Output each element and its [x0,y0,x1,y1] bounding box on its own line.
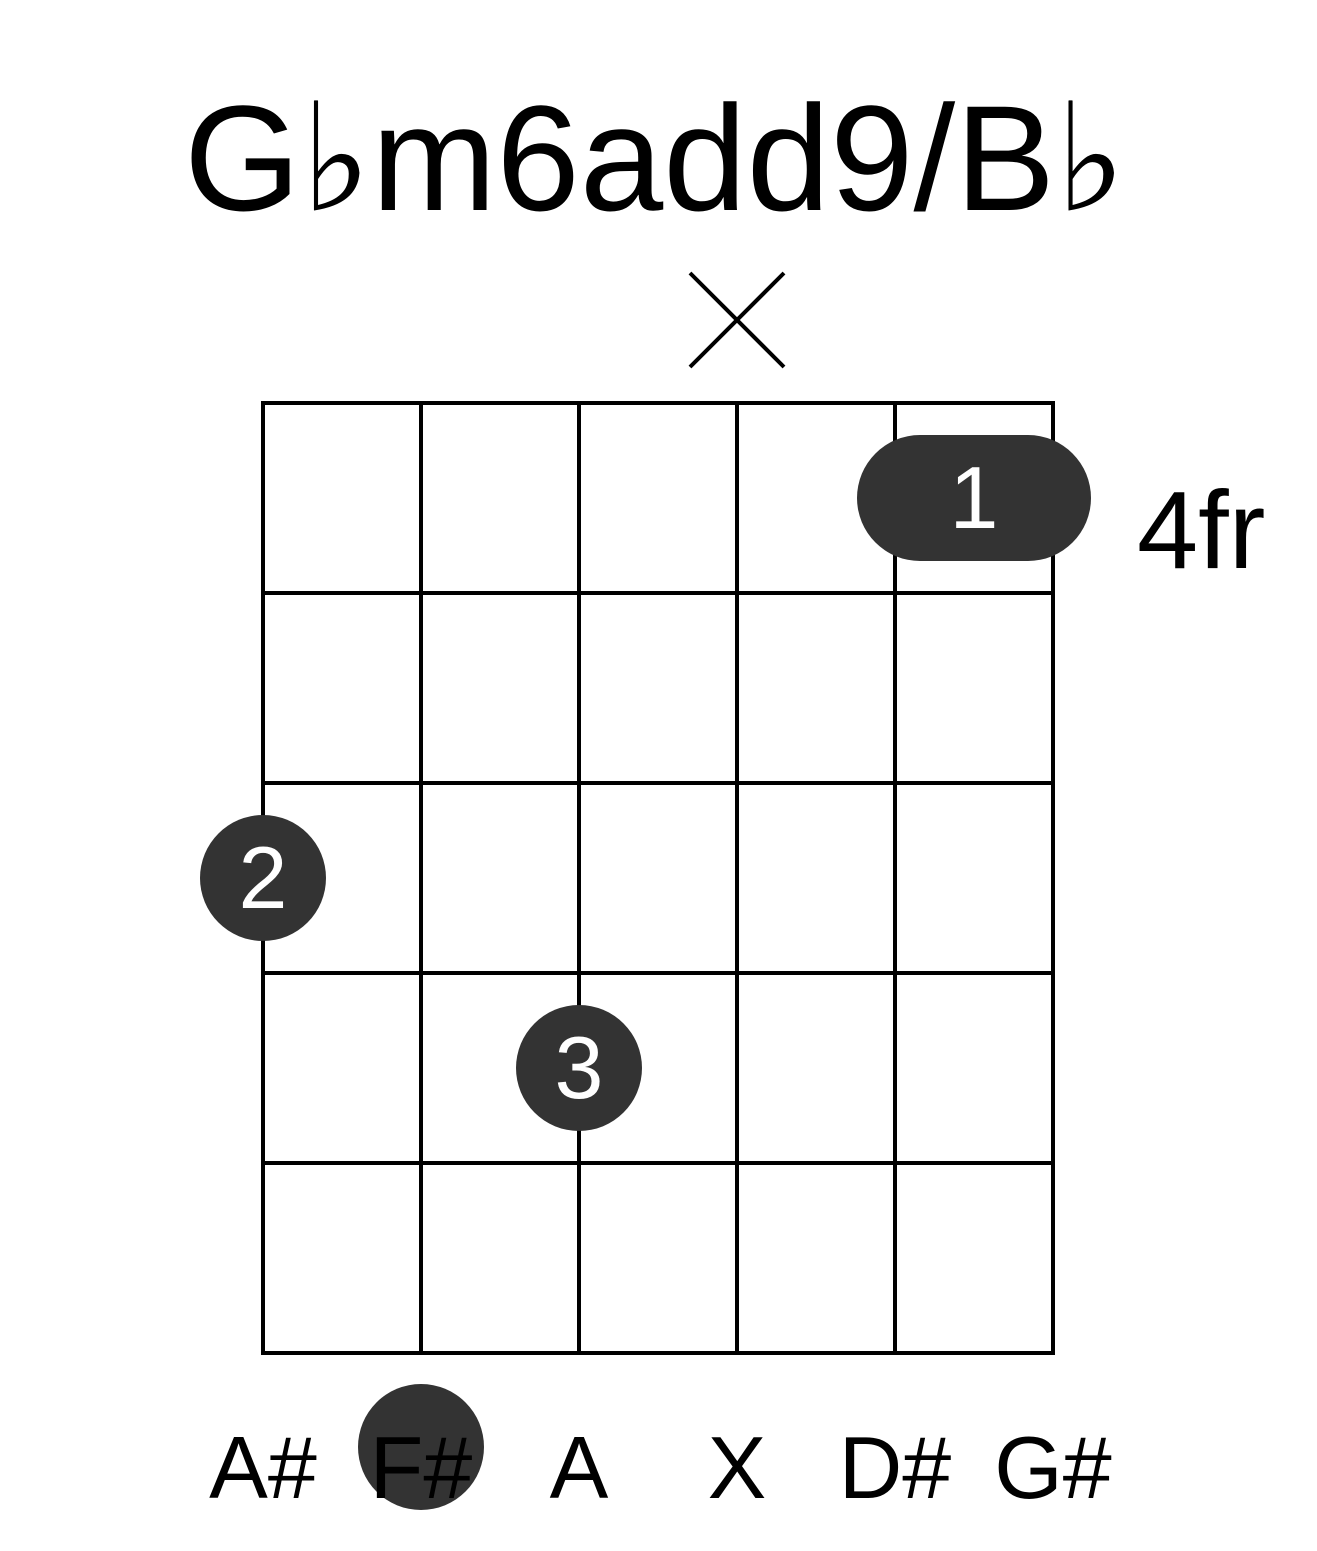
dot-shape [200,815,326,941]
string-note-4: X [708,1418,767,1517]
root-note-marker [358,1384,484,1510]
finger-dots: 1 2 3 [200,435,1091,1131]
finger-number: 2 [239,828,288,927]
string-note-1: A# [209,1418,317,1517]
finger-dot-3: 3 [516,1005,642,1131]
note-label: A# [209,1418,317,1517]
barre-shape [857,435,1091,561]
finger-number: 1 [950,448,999,547]
finger-number: 3 [555,1018,604,1117]
string-note-5: D# [839,1418,952,1517]
note-label: G# [994,1418,1111,1517]
note-label: F# [370,1418,473,1517]
note-label: D# [839,1418,952,1517]
string-note-2: F# [358,1384,484,1517]
string-marks [688,271,786,369]
dot-shape [516,1005,642,1131]
string-note-6: G# [994,1418,1111,1517]
note-label: X [708,1418,767,1517]
fret-position-label: 4fr [1137,469,1265,592]
muted-string-mark [688,271,786,369]
finger-dot-2: 2 [200,815,326,941]
note-label: A [550,1418,609,1517]
finger-dot-1: 1 [857,435,1091,561]
fretboard-grid [261,401,1055,1355]
chord-title: G♭m6add9/B♭ [184,74,1126,242]
string-note-3: A [550,1418,609,1517]
